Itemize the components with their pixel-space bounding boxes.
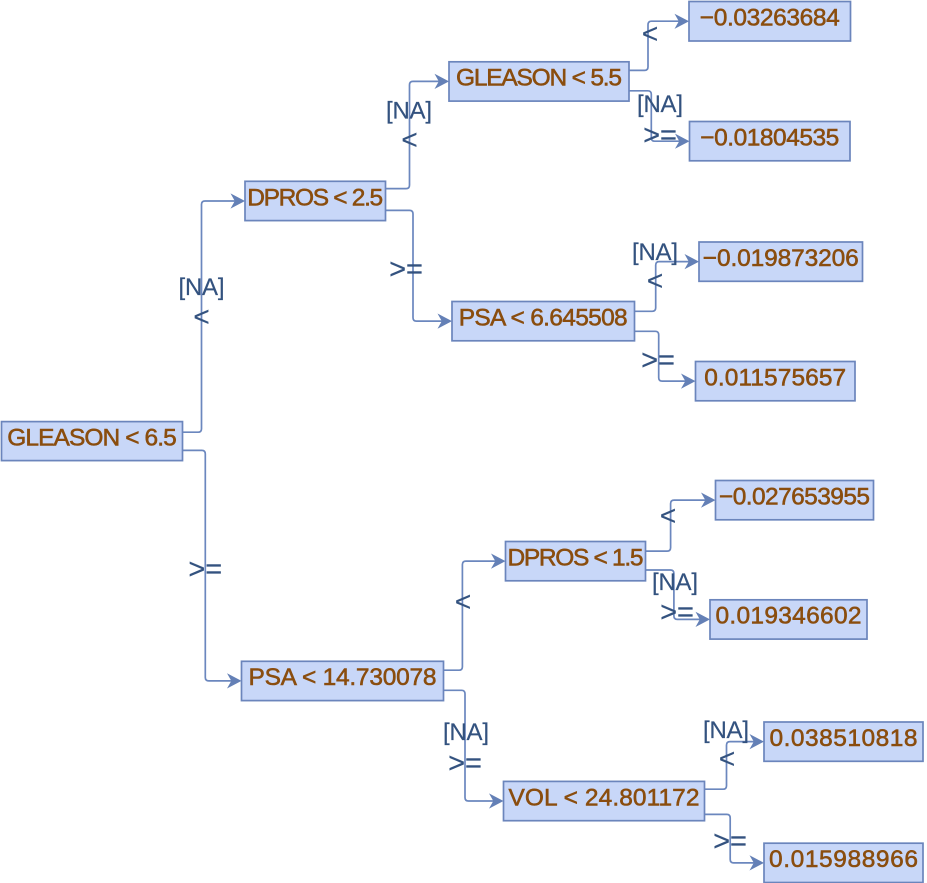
svg-text:−0.019873206: −0.019873206 bbox=[703, 245, 859, 272]
svg-text:<: < bbox=[647, 265, 663, 296]
svg-text:−0.01804535: −0.01804535 bbox=[700, 125, 839, 152]
svg-text:>=: >= bbox=[641, 345, 675, 377]
svg-text:>=: >= bbox=[713, 826, 747, 858]
svg-text:PSA < 14.730078: PSA < 14.730078 bbox=[249, 664, 437, 691]
svg-text:DPROS < 2.5: DPROS < 2.5 bbox=[247, 184, 383, 211]
svg-text:[NA]: [NA] bbox=[652, 569, 698, 596]
svg-text:[NA]: [NA] bbox=[637, 91, 683, 118]
svg-text:<: < bbox=[719, 743, 735, 774]
svg-text:<: < bbox=[455, 586, 471, 617]
svg-text:−0.027653955: −0.027653955 bbox=[719, 483, 870, 510]
svg-text:<: < bbox=[642, 18, 658, 49]
svg-text:[NA]: [NA] bbox=[386, 97, 432, 124]
svg-text:−0.03263684: −0.03263684 bbox=[700, 5, 840, 32]
svg-text:0.015988966: 0.015988966 bbox=[769, 846, 918, 873]
svg-text:0.019346602: 0.019346602 bbox=[716, 603, 862, 630]
svg-text:[NA]: [NA] bbox=[703, 717, 749, 744]
svg-text:GLEASON < 5.5: GLEASON < 5.5 bbox=[456, 65, 622, 92]
svg-text:<: < bbox=[660, 500, 676, 531]
svg-text:GLEASON < 6.5: GLEASON < 6.5 bbox=[7, 424, 177, 451]
svg-text:[NA]: [NA] bbox=[443, 719, 489, 746]
svg-text:[NA]: [NA] bbox=[179, 274, 225, 301]
svg-text:>=: >= bbox=[389, 254, 423, 286]
svg-text:>=: >= bbox=[643, 120, 677, 152]
svg-text:>=: >= bbox=[660, 597, 694, 629]
svg-text:>=: >= bbox=[448, 748, 482, 780]
svg-text:0.011575657: 0.011575657 bbox=[704, 364, 846, 391]
svg-text:0.038510818: 0.038510818 bbox=[770, 725, 918, 752]
svg-text:[NA]: [NA] bbox=[632, 239, 678, 266]
svg-text:PSA < 6.645508: PSA < 6.645508 bbox=[459, 304, 628, 331]
svg-text:>=: >= bbox=[188, 554, 222, 586]
svg-text:<: < bbox=[401, 124, 417, 155]
svg-text:VOL < 24.801172: VOL < 24.801172 bbox=[509, 784, 700, 811]
svg-text:DPROS < 1.5: DPROS < 1.5 bbox=[508, 544, 644, 571]
svg-text:<: < bbox=[193, 301, 209, 332]
